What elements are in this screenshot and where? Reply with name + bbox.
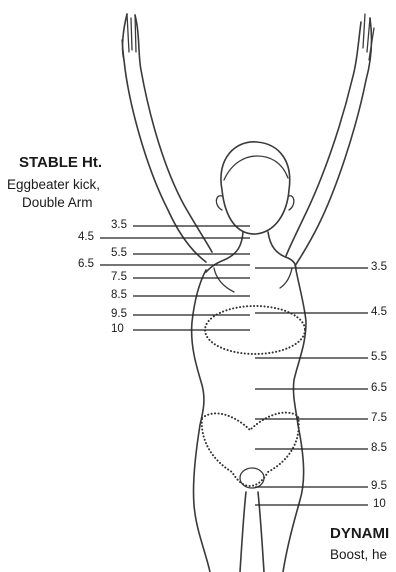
left-level-label: 9.5 [111,308,127,320]
left-ear [216,196,222,210]
left-level-label: 8.5 [111,289,127,301]
right-level-label: 4.5 [371,306,387,318]
left-level-label: 10 [111,323,124,335]
left-fingers [122,14,136,60]
left-arm-inner [135,15,212,252]
hairline [224,156,288,180]
right-level-label: 7.5 [371,412,387,424]
right-level-label: 8.5 [371,442,387,454]
left-level-label: 5.5 [111,247,127,259]
neck-right [268,232,296,270]
left-level-label: 4.5 [78,231,94,243]
left-level-label: 6.5 [78,258,94,270]
right-level-label: 6.5 [371,382,387,394]
torso-right [293,270,306,425]
torso-left [192,270,206,425]
right-level-label: 3.5 [371,261,387,273]
left-level-label: 7.5 [111,271,127,283]
right-level-label: 5.5 [371,351,387,363]
right-arm-inner [286,22,361,256]
left-arm-outline [123,14,206,262]
left-leg-inner [240,492,246,572]
stable-height-title: STABLE Ht. [19,154,102,171]
suit-strap-right [280,268,292,288]
hip-joint-circle [240,468,264,488]
dynamic-height-line1: Boost, he [330,547,387,562]
stable-height-line2: Double Arm [22,195,93,210]
left-level-label: 3.5 [111,219,127,231]
dynamic-height-title: DYNAMI [330,525,389,542]
stable-height-line1: Eggbeater kick, [7,177,100,192]
right-leg-inner [258,492,264,572]
right-ear [289,196,294,210]
right-arm-outline [295,18,371,266]
right-level-label: 10 [373,498,386,510]
right-level-label: 9.5 [371,480,387,492]
suit-strap-left [214,268,234,292]
right-fingers [363,14,374,60]
